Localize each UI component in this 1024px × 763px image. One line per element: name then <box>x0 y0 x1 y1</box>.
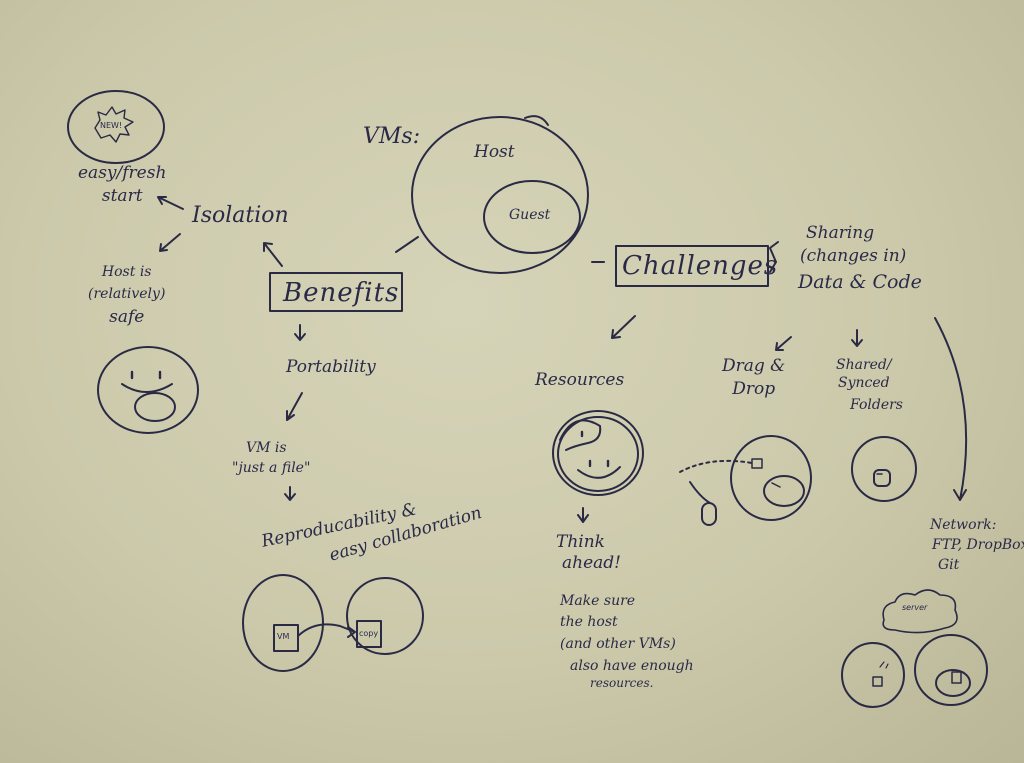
vm-file-line-2: "just a file" <box>232 460 311 476</box>
make-sure-label: Make sure the host (and other VMs) also … <box>560 594 694 689</box>
make-sure-line-4: also have enough <box>570 658 694 674</box>
network-circle-right <box>914 634 988 706</box>
fresh-start-line-1: easy/fresh <box>78 163 167 183</box>
resources-label: Resources <box>535 370 625 390</box>
server-label: server <box>902 603 928 612</box>
challenges-box <box>615 245 769 287</box>
benefits-label: Benefits <box>283 278 400 308</box>
think-ahead-label: Think ahead! <box>556 534 621 572</box>
isolation-label: Isolation <box>192 203 289 228</box>
vm-copy-box <box>356 620 382 648</box>
host-safe-line-3: safe <box>109 307 145 327</box>
resources-circle <box>552 410 644 496</box>
network-circle-left <box>841 642 905 708</box>
host-safe-label: Host is (relatively) safe <box>88 265 165 326</box>
benefits-box <box>269 272 403 312</box>
shared-folders-circle <box>851 436 917 502</box>
network-line-3: Git <box>938 557 960 573</box>
make-sure-line-3: (and other VMs) <box>560 636 676 652</box>
server-cloud <box>882 589 958 634</box>
vm-box-label: VM <box>277 632 290 641</box>
vm-file-line-1: VM is <box>246 440 287 456</box>
make-sure-line-5: resources. <box>590 676 654 690</box>
make-sure-line-1: Make sure <box>560 593 636 609</box>
make-sure-line-2: the host <box>560 614 618 630</box>
host-label: Host <box>474 142 515 162</box>
drag-drop-label: Drag & Drop <box>722 358 785 398</box>
fresh-start-circle <box>67 90 165 164</box>
network-line-2: FTP, DropBox, <box>932 537 1024 553</box>
vm-circle-right <box>346 577 424 655</box>
safe-host-circle <box>97 346 199 434</box>
shared-folders-line-2: Synced <box>838 375 890 391</box>
host-safe-line-2: (relatively) <box>88 286 166 302</box>
drag-drop-circle <box>730 435 812 521</box>
network-line-1: Network: <box>930 517 997 533</box>
sharing-line-2: (changes in) <box>800 246 907 266</box>
think-ahead-line-1: Think <box>556 532 605 552</box>
copy-box-label: copy <box>359 629 379 638</box>
host-circle <box>411 116 589 274</box>
portability-label: Portability <box>286 357 376 377</box>
drag-drop-line-2: Drop <box>732 379 776 399</box>
challenges-label: Challenges <box>622 251 779 281</box>
shared-folders-label: Shared/ Synced Folders <box>836 358 903 412</box>
fresh-start-label: easy/fresh start <box>78 165 166 205</box>
title-vms: VMs: <box>363 124 421 149</box>
sharing-label: Sharing (changes in) Data & Code <box>798 223 922 293</box>
network-label: Network: FTP, DropBox, Git <box>930 518 1024 572</box>
fresh-start-line-2: start <box>101 186 143 206</box>
sharing-line-1: Sharing <box>806 223 875 243</box>
drag-drop-line-1: Drag & <box>722 356 786 376</box>
vm-circle-left <box>242 574 324 672</box>
think-ahead-line-2: ahead! <box>562 553 621 573</box>
shared-folders-line-3: Folders <box>850 397 903 413</box>
new-badge: NEW! <box>100 121 123 130</box>
shared-folders-line-1: Shared/ <box>836 357 892 373</box>
host-safe-line-1: Host is <box>101 264 152 280</box>
vm-file-label: VM is "just a file" <box>232 441 310 475</box>
guest-label: Guest <box>509 207 551 223</box>
vm-file-box <box>273 624 299 652</box>
guest-circle <box>483 180 581 254</box>
sharing-line-3: Data & Code <box>798 271 922 293</box>
